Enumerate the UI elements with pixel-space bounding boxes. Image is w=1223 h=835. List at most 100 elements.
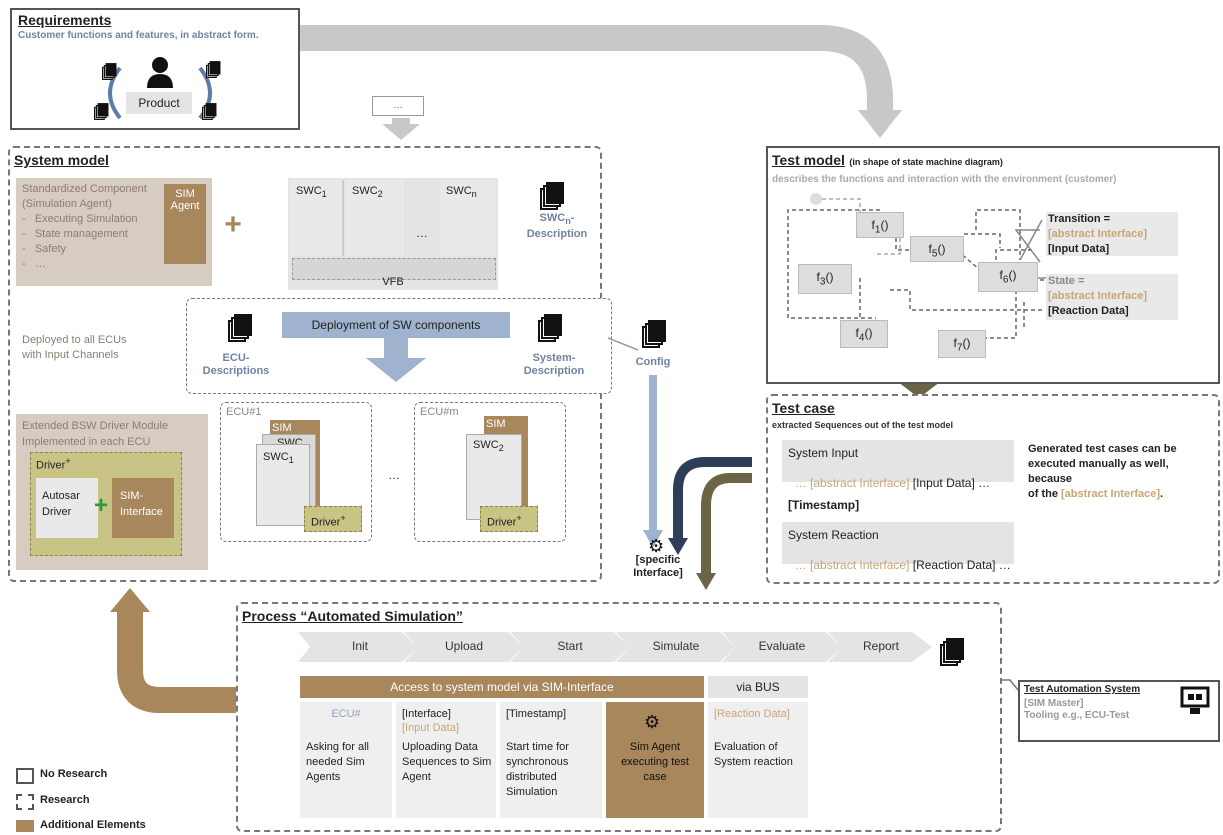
test-model-title-row: Test model (in shape of state machine di… xyxy=(772,152,1003,168)
swc-n: SWCn xyxy=(440,180,496,256)
col-upload-h1: [Interface] xyxy=(402,708,451,720)
ecu-dots: … xyxy=(388,468,400,482)
deployed-label-box xyxy=(16,318,166,368)
arrowhead-systemmodel xyxy=(382,118,420,140)
system-model-title: System model xyxy=(14,152,109,168)
product-box: Product xyxy=(126,92,192,114)
requirements-panel: Requirements Customer functions and feat… xyxy=(10,8,300,130)
std-component-line2: (Simulation Agent) xyxy=(22,198,112,210)
deployment-box: Deployment of SW components xyxy=(282,312,510,338)
test-automation-line1: [SIM Master] xyxy=(1024,698,1084,709)
state-f3: f3() xyxy=(798,264,852,294)
deployment-down-arrow xyxy=(366,336,426,382)
swc-description-icon xyxy=(540,182,564,210)
std-item: - State management xyxy=(22,228,128,240)
col-upload xyxy=(396,702,496,818)
ecu1-label: ECU#1 xyxy=(226,406,262,418)
step-start: Start xyxy=(557,639,583,653)
ecu-descriptions-icon xyxy=(228,314,252,342)
computer-icon xyxy=(1180,686,1210,714)
swc-dots: … xyxy=(416,226,428,240)
state-f5: f5() xyxy=(910,236,964,262)
legend-no-research-swatch xyxy=(16,768,34,784)
config-label: Config xyxy=(635,356,671,368)
step-init: Init xyxy=(351,639,368,653)
state-f7: f7() xyxy=(938,330,986,358)
config-connector xyxy=(608,337,639,351)
via-bus-bar: via BUS xyxy=(708,676,808,698)
doc-icon xyxy=(202,103,217,120)
driver-plus-label: Driver+ xyxy=(36,456,71,472)
process-title: Process “Automated Simulation” xyxy=(242,608,463,624)
col-start-body: Start time for synchronous distributed S… xyxy=(506,741,569,798)
ecu1-driver: Driver+ xyxy=(304,506,362,532)
extended-line2: Implemented in each ECU xyxy=(22,436,151,448)
system-input-sequence: … [abstract Interface] [Input Data] … xyxy=(794,476,991,490)
sim-agent-box: SIM Agent xyxy=(164,184,206,264)
step-simulate: Simulate xyxy=(652,639,700,653)
swc-2: SWC2 xyxy=(346,180,404,256)
report-icon xyxy=(940,638,964,666)
step-upload: Upload xyxy=(444,639,484,653)
test-model-subtitle: describes the functions and interaction … xyxy=(772,174,1117,185)
col-init-body: Asking for all needed Sim Agents xyxy=(306,741,369,783)
ecum-driver: Driver+ xyxy=(480,506,538,532)
gears-icon: ⚙ xyxy=(648,536,665,556)
requirements-to-testmodel-arrow xyxy=(300,25,893,112)
state-f6: f6() xyxy=(978,262,1038,292)
col-upload-h2: [Input Data] xyxy=(402,722,459,734)
config-icon xyxy=(642,320,666,348)
deployed-line1: Deployed to all ECUs xyxy=(22,334,127,346)
state-f4: f4() xyxy=(840,320,888,348)
col-simulate xyxy=(606,702,704,818)
transition-legend: Transition = [abstract Interface] [Input… xyxy=(1046,212,1178,256)
col-init xyxy=(300,702,392,818)
autosar-driver-box: Autosar Driver xyxy=(36,478,98,538)
col-upload-body: Uploading Data Sequences to Sim Agent xyxy=(402,741,492,783)
std-component-line1: Standardized Component xyxy=(22,183,147,195)
doc-icon xyxy=(102,63,117,80)
system-input-box xyxy=(782,440,1014,482)
step-evaluate: Evaluate xyxy=(758,639,806,653)
deployed-line2: with Input Channels xyxy=(22,349,119,361)
col-simulate-body: Sim Agent executing test case xyxy=(621,741,689,783)
col-evaluate xyxy=(708,702,808,818)
doc-icon xyxy=(206,61,221,78)
state-legend: State = [abstract Interface] [Reaction D… xyxy=(1046,274,1178,320)
system-description-icon xyxy=(538,314,562,342)
test-case-title: Test case xyxy=(772,400,835,416)
access-bar: Access to system model via SIM-Interface xyxy=(300,676,704,698)
timestamp-label: [Timestamp] xyxy=(788,498,860,512)
legend-research-label: Research xyxy=(40,794,90,806)
extended-line1: Extended BSW Driver Module xyxy=(22,420,169,432)
test-automation-title: Test Automation System xyxy=(1024,684,1141,695)
std-item: - Executing Simulation xyxy=(22,213,138,225)
state-machine-lines xyxy=(787,193,1049,339)
system-input-label: System Input xyxy=(788,446,859,460)
legend-additional-label: Additional Elements xyxy=(40,819,146,831)
green-plus: + xyxy=(94,492,109,519)
process-to-systemmodel-arrow xyxy=(117,610,300,713)
col-evaluate-body: Evaluation of System reaction xyxy=(714,741,793,768)
system-reaction-sequence: … [abstract Interface] [Reaction Data] … xyxy=(794,558,1011,572)
vfb-bus xyxy=(292,258,496,280)
ecum-swc: SWC2 xyxy=(466,434,522,520)
state-f1: f1() xyxy=(856,212,904,238)
system-description-label: System-Description xyxy=(523,352,585,377)
process-chevrons xyxy=(298,632,932,662)
requirements-title: Requirements xyxy=(18,12,112,28)
col-start-h1: [Timestamp] xyxy=(506,708,567,720)
arrowhead-testmodel xyxy=(858,110,902,138)
sim-gears-icon: ⚙ xyxy=(644,712,661,732)
legend-additional-swatch xyxy=(16,820,34,832)
ecu-descriptions-label: ECU-Descriptions xyxy=(202,352,270,377)
test-automation-line2: Tooling e.g., ECU-Test xyxy=(1024,710,1130,721)
ecum-label: ECU#m xyxy=(420,406,459,418)
plus-sign: + xyxy=(224,208,242,241)
col-init-h1: ECU# xyxy=(331,708,361,720)
std-item: - Safety xyxy=(22,243,67,255)
testcase-olive-arrow xyxy=(701,473,752,575)
ellipsis-box: ... xyxy=(372,96,424,116)
vfb-label: VFB xyxy=(382,276,404,288)
